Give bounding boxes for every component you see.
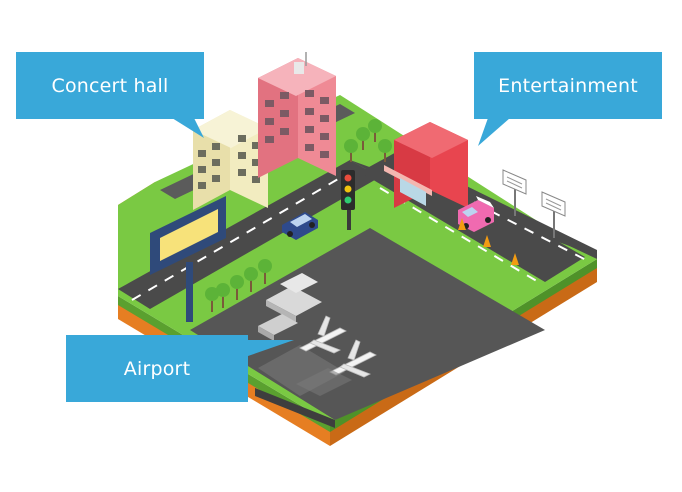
trees	[205, 119, 392, 312]
traffic-cone	[458, 218, 466, 230]
apron-edge	[255, 388, 335, 428]
tree	[344, 139, 358, 162]
lane-dash-left	[131, 171, 351, 301]
tree	[258, 259, 272, 284]
entertainment-shopfront	[400, 178, 426, 206]
traffic-cone	[511, 253, 519, 265]
road-edge	[430, 173, 597, 259]
concert-hall-windows	[198, 135, 260, 189]
airplane	[299, 315, 347, 354]
window	[252, 159, 260, 166]
window	[212, 175, 220, 182]
window	[265, 118, 274, 125]
road-signs	[502, 169, 566, 238]
concert-hall-callout: Concert hall	[16, 52, 204, 119]
airport-terminal	[258, 273, 322, 341]
window	[305, 126, 314, 133]
traffic-light	[341, 170, 355, 230]
window	[280, 128, 289, 135]
tree	[356, 127, 370, 150]
window	[305, 144, 314, 151]
airport-pointer	[248, 340, 294, 356]
airplane	[329, 339, 377, 378]
entertainment-awning	[384, 165, 432, 196]
entertainment-label: Entertainment	[498, 74, 638, 97]
window	[305, 108, 314, 115]
tower-building	[258, 52, 336, 178]
tree	[368, 119, 382, 142]
entertainment-pointer	[478, 118, 510, 146]
concert-hall-roof	[193, 110, 268, 148]
window	[320, 133, 329, 140]
concert-hall-pointer	[172, 118, 204, 138]
billboard	[150, 196, 226, 322]
entertainment-roof	[394, 122, 468, 158]
window	[198, 182, 206, 189]
window	[252, 142, 260, 149]
tree	[244, 267, 258, 292]
window	[212, 159, 220, 166]
window	[198, 166, 206, 173]
window	[238, 169, 246, 176]
window	[252, 176, 260, 183]
window	[265, 136, 274, 143]
tree	[378, 139, 392, 162]
road-left	[118, 160, 380, 309]
window	[320, 151, 329, 158]
window	[280, 92, 289, 99]
tree	[230, 275, 244, 300]
lane-dash-right	[379, 187, 541, 284]
window	[198, 150, 206, 157]
tower-roof	[258, 58, 336, 96]
entertainment-callout: Entertainment	[474, 52, 662, 119]
apron-markings	[296, 368, 352, 396]
window	[320, 115, 329, 122]
window	[238, 152, 246, 159]
tree	[216, 283, 230, 308]
traffic-cones	[458, 218, 519, 265]
window	[212, 143, 220, 150]
tower-windows	[265, 90, 329, 158]
blue-car	[282, 212, 318, 240]
window	[265, 100, 274, 107]
window	[238, 135, 246, 142]
window	[305, 90, 314, 97]
window	[280, 110, 289, 117]
roof-unit	[294, 62, 304, 74]
concert-hall-label: Concert hall	[51, 74, 169, 97]
traffic-cone	[483, 235, 491, 247]
window	[320, 97, 329, 104]
airport-callout: Airport	[66, 335, 248, 402]
entertainment-building	[384, 122, 468, 208]
airport-label: Airport	[123, 357, 191, 380]
ice-cream-van	[458, 196, 494, 232]
tree	[205, 287, 219, 312]
